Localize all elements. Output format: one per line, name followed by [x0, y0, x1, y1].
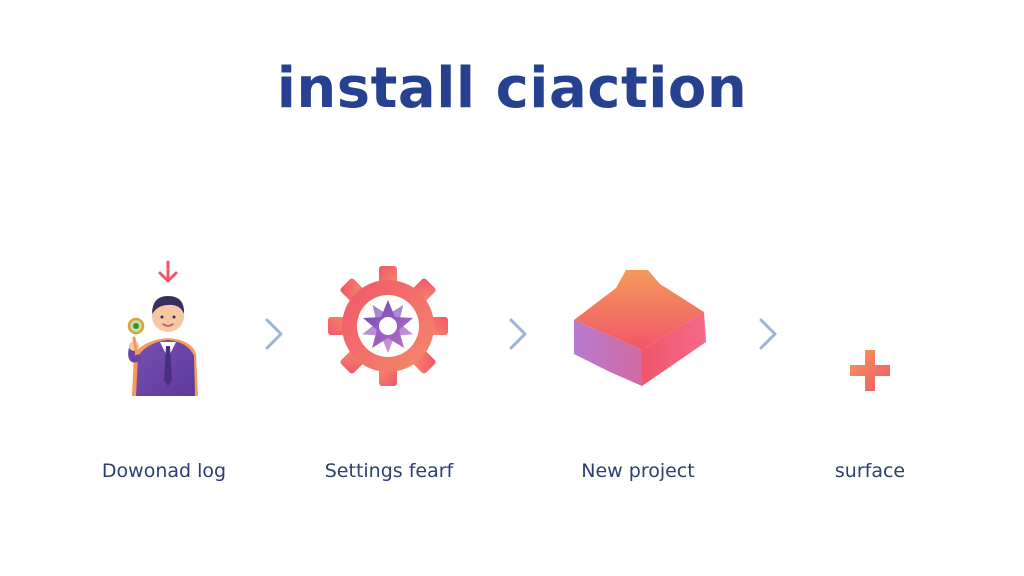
- chevron-right-icon: [752, 314, 782, 354]
- step-label: Settings fearf: [324, 460, 454, 482]
- step-surface: surface: [770, 258, 970, 498]
- chevron-right-icon: [502, 314, 532, 354]
- step-new-project: New project: [538, 258, 738, 498]
- gear-icon: [289, 258, 489, 408]
- chevron-right-icon: [258, 314, 288, 354]
- step-download-log: Dowonad log: [64, 258, 264, 498]
- isometric-block-icon: [538, 258, 738, 408]
- step-settings: Settings fearf: [289, 258, 489, 498]
- step-label: New project: [581, 460, 695, 482]
- person-with-magnifier-icon: [64, 258, 264, 408]
- step-label: surface: [834, 460, 906, 482]
- step-label: Dowonad log: [101, 460, 227, 482]
- diagram-title: install ciaction: [276, 56, 748, 121]
- plus-icon: [770, 258, 970, 408]
